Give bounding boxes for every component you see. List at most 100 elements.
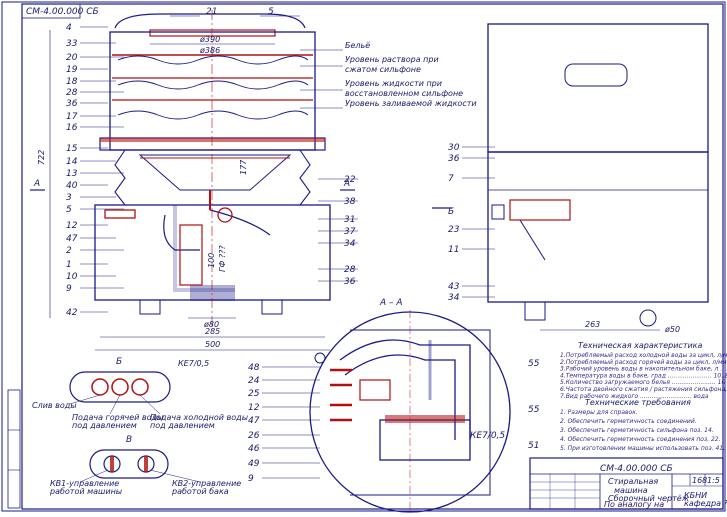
lid <box>114 13 306 29</box>
section-callout-3: 12 <box>248 403 260 413</box>
note-level-1b: сжатом сильфоне <box>345 65 421 74</box>
top-stamp <box>21 3 81 19</box>
view-b-port-1 <box>91 378 109 396</box>
tech-line-5: 6.Частота двойного сжатия / растяжения с… <box>560 386 727 393</box>
tech-line-0: 1.Потребляемый расход холодной воды за ц… <box>560 352 727 359</box>
main-level-notes: Бельё Уровень раствора при сжатом сильфо… <box>300 41 477 109</box>
section-tn: КЕ7/0,5 <box>470 431 505 441</box>
dim-nrm: ГФ ??? <box>218 245 227 272</box>
side-leg <box>524 301 546 321</box>
section-pipe-2 <box>344 354 456 440</box>
view-b-size: КЕ7/0,5 <box>178 359 209 368</box>
section-aa: А – А КЕ7/0,5 <box>309 298 511 513</box>
req-line-0: 1. Размеры для справок. <box>560 409 638 416</box>
req-line-3: 4. Обеспечить герметичность соединения п… <box>560 436 721 443</box>
left-callout-15: 12 <box>66 221 78 231</box>
section-valve <box>359 379 391 401</box>
main-right-callout-3: 37 <box>344 227 356 237</box>
left-callout-0: 4 <box>66 23 72 33</box>
section-pipe-1 <box>339 339 471 440</box>
dim-d50: ø50 <box>664 325 680 334</box>
left-callout-2: 20 <box>66 53 78 63</box>
left-callout-3: 19 <box>66 65 78 75</box>
note-level-3: Уровень заливаемой жидкости <box>345 99 477 108</box>
section-callout-5: 26 <box>248 431 260 441</box>
view-b-label-0: Слив воды <box>32 401 77 410</box>
left-strip <box>7 389 21 509</box>
section-a-right: А <box>343 179 350 189</box>
side-callout-1: 36 <box>448 154 460 164</box>
title-line-2: машина <box>614 486 648 495</box>
inlet-fitting <box>104 209 136 219</box>
sheet-org-2: кафедра ??? <box>684 499 727 508</box>
view-v-label-1: работой машины <box>49 487 122 496</box>
section-callout-0: 48 <box>248 363 260 373</box>
main-right-callout-0: 22 <box>344 175 356 185</box>
left-callout-9: 15 <box>66 144 78 154</box>
main-right-callout-4: 34 <box>344 239 356 249</box>
view-b-port-3 <box>131 378 149 396</box>
dim-h177: 177 <box>239 159 248 175</box>
side-callout-5: 43 <box>448 282 460 292</box>
wheel-right <box>261 299 283 315</box>
left-callout-6: 36 <box>66 99 78 109</box>
left-callout-12: 40 <box>66 181 78 191</box>
left-callout-10: 14 <box>66 157 78 167</box>
dim-h722: 722 <box>37 150 46 165</box>
side-frame <box>487 151 709 303</box>
tech-line-6: 7.Вид рабочего жидкого .................… <box>560 393 709 400</box>
side-tank <box>487 23 709 153</box>
left-callout-13: 3 <box>66 193 72 203</box>
left-callout-19: 10 <box>66 272 78 282</box>
left-callout-1: 33 <box>66 39 78 49</box>
section-right-callout-0: 55 <box>528 359 540 369</box>
bellows-left <box>114 149 126 206</box>
left-callout-4: 18 <box>66 77 78 87</box>
wheel-left <box>139 299 161 315</box>
dim-w263: 263 <box>585 320 600 329</box>
tech-spec: Техническая характеристика 1.Потребляемы… <box>560 341 727 452</box>
left-callout-17: 2 <box>66 246 72 256</box>
main-right-callout-1: 38 <box>344 197 356 207</box>
title-note-1: По аналогу на <box>604 500 664 509</box>
main-view: А А ø390 ø386 722 177 ø80 285 500 100 ГФ… <box>30 7 355 351</box>
view-b: Б КЕ7/0,5 Слив воды Подача горячей воды … <box>32 357 248 430</box>
section-callout-6: 46 <box>248 444 260 454</box>
side-callout-6: 34 <box>448 293 460 303</box>
inner-frame <box>21 3 724 510</box>
view-b-label-3: Подача холодной воды <box>150 413 248 422</box>
note-belyo: Бельё <box>345 41 370 50</box>
title-block-frame <box>529 457 724 510</box>
view-v: В КВ1-управление работой машины КВ2-упра… <box>49 435 241 496</box>
side-callout-3: 23 <box>448 225 460 235</box>
section-callout-1: 24 <box>248 376 260 386</box>
view-b-port-2 <box>111 378 129 396</box>
title-block: СМ-4.00.000 СБ Стиральная машина Сборочн… <box>529 457 727 510</box>
valve <box>217 207 233 223</box>
note-level-2b: восстановленном сильфоне <box>345 89 463 98</box>
side-view-b: Б <box>448 207 454 217</box>
side-callout-0: 30 <box>448 143 460 153</box>
dim-w285: 285 <box>205 327 220 336</box>
req-line-2: 3. Обеспечить герметичность сильфона поз… <box>560 427 714 434</box>
section-right-callout-2: 51 <box>528 441 539 451</box>
inner-cone <box>138 154 292 191</box>
section-callout-2: 25 <box>248 389 260 399</box>
left-callout-16: 47 <box>66 234 78 244</box>
section-callout-8: 9 <box>248 474 254 484</box>
req-title: Технические требования <box>585 398 691 407</box>
section-pump <box>379 419 471 461</box>
title-line-1: Стиральная <box>608 477 658 486</box>
tech-title: Техническая характеристика <box>578 341 703 350</box>
main-right-callout-2: 31 <box>344 215 355 225</box>
section-callout-7: 49 <box>248 459 260 469</box>
left-callout-11: 13 <box>66 169 78 179</box>
side-window <box>564 63 628 87</box>
left-callout-8: 16 <box>66 123 78 133</box>
section-aa-title: А – А <box>379 298 403 308</box>
